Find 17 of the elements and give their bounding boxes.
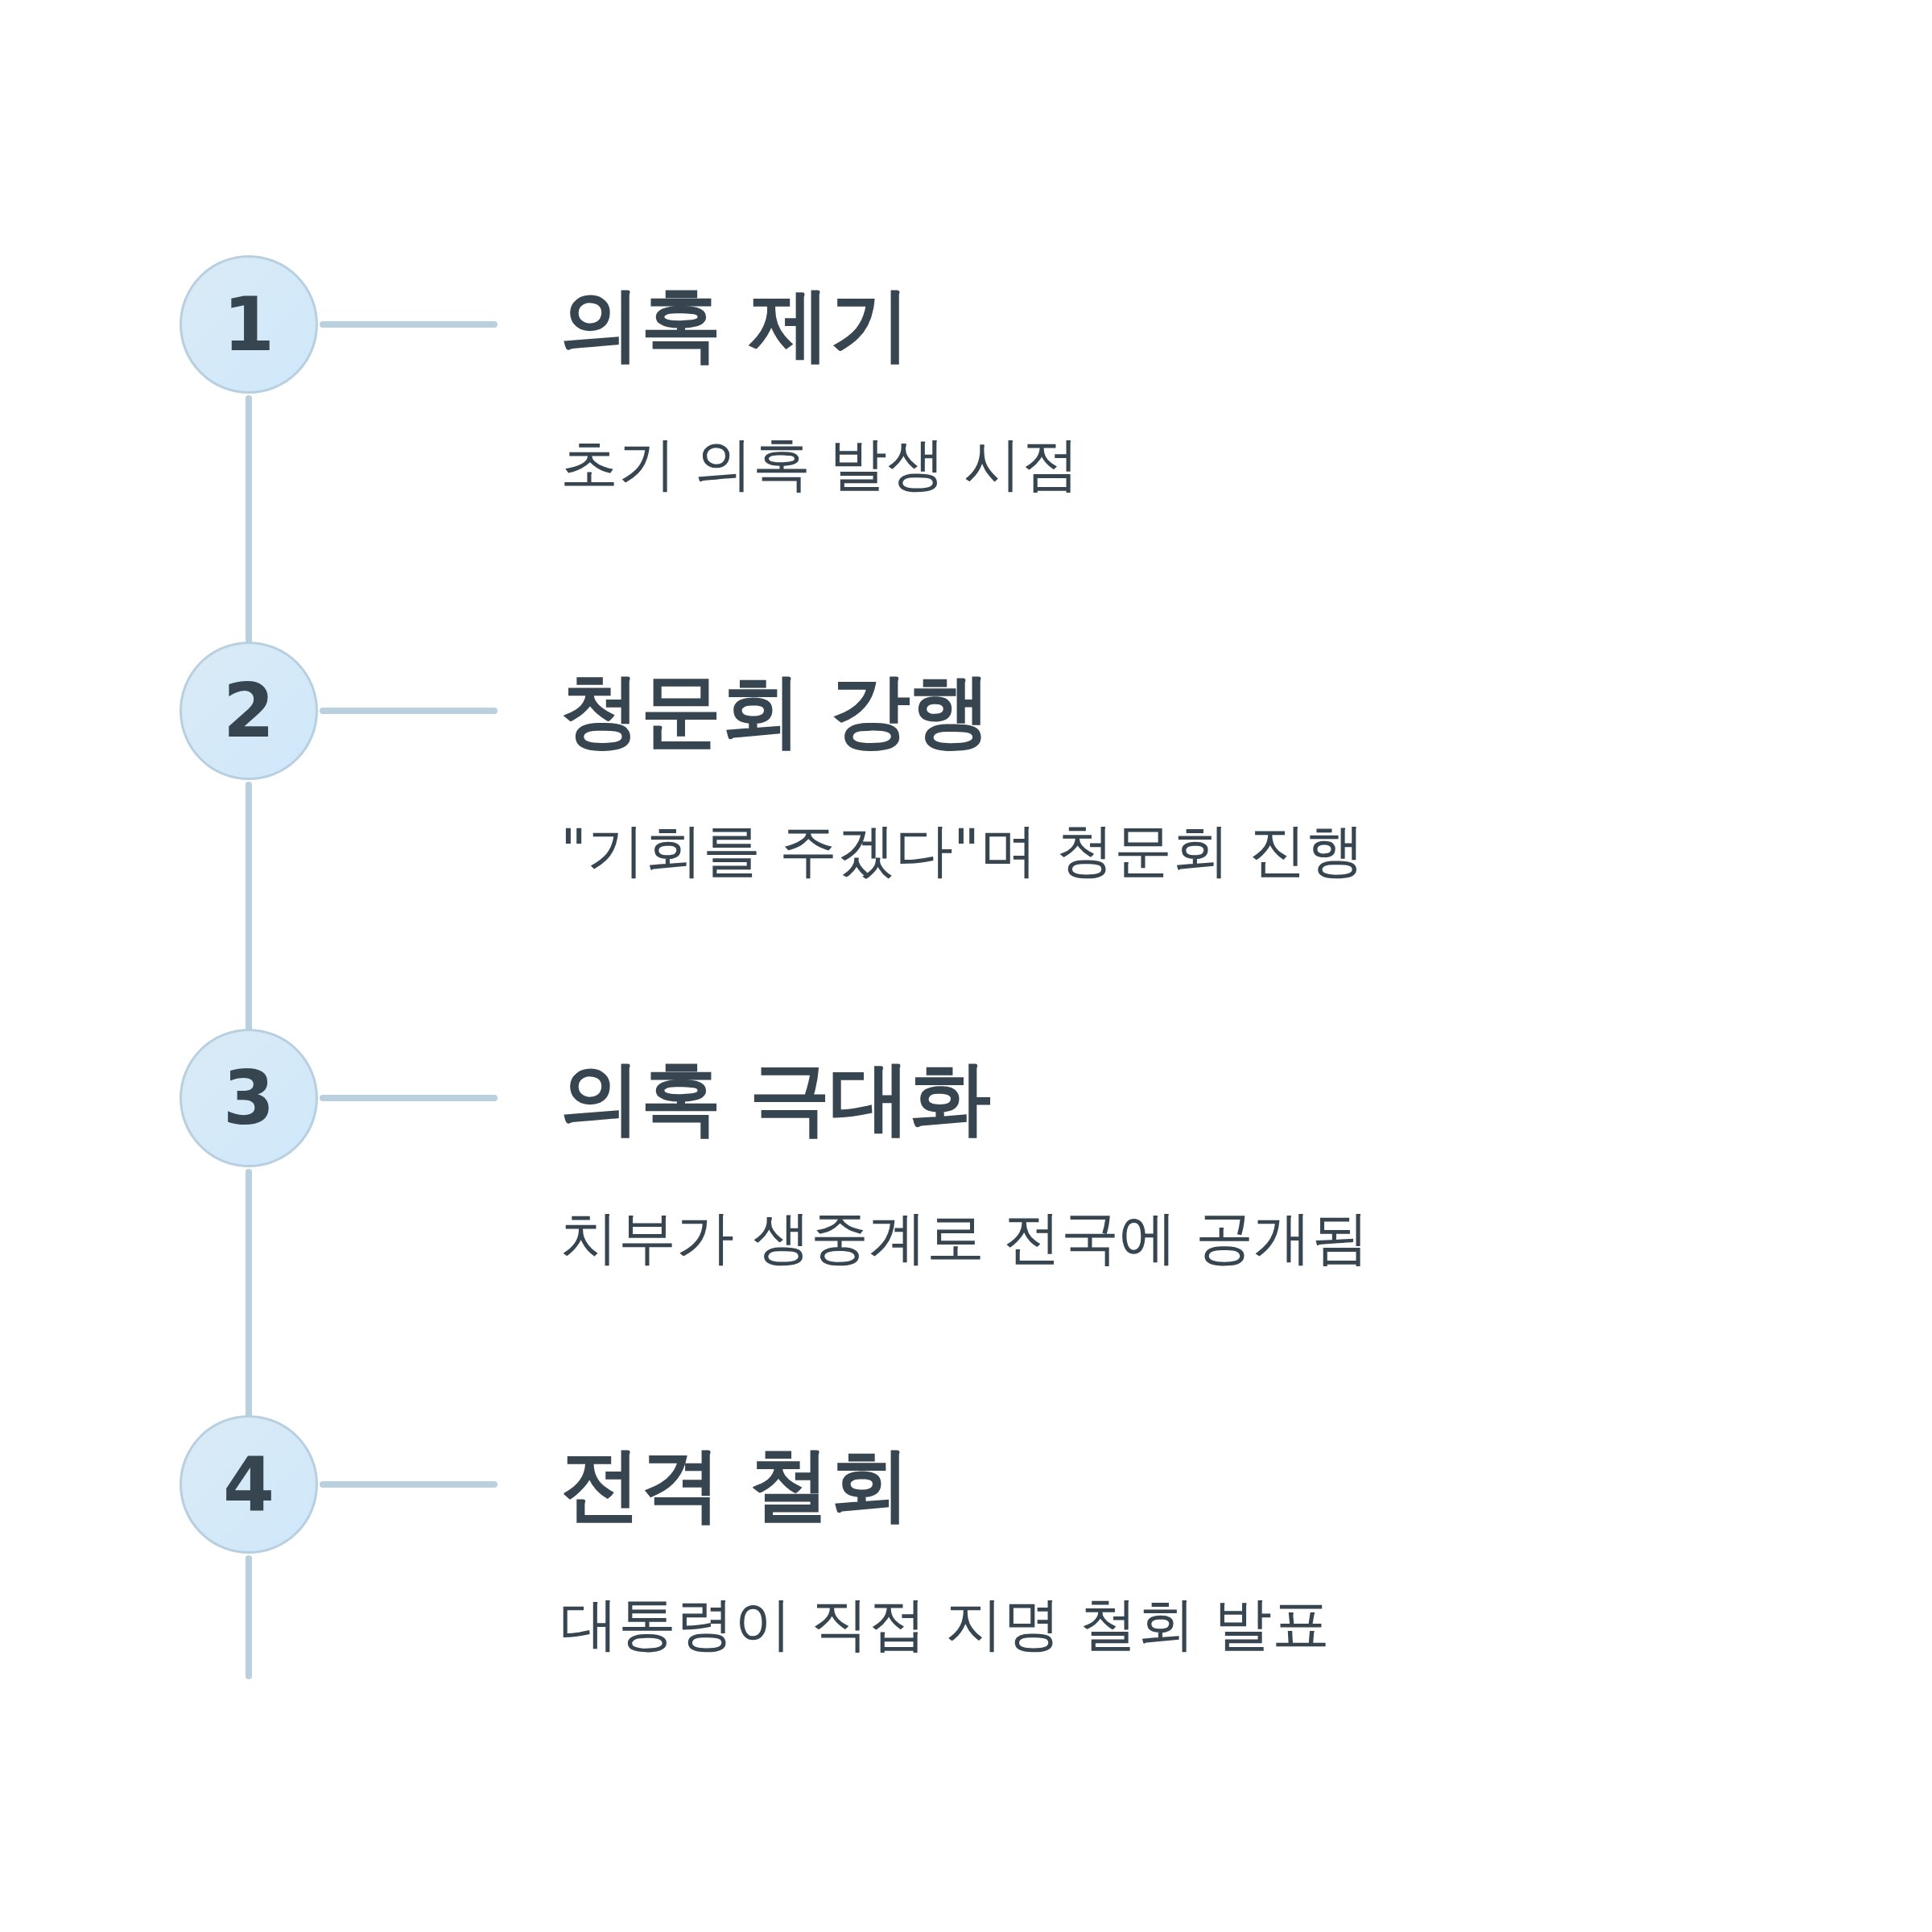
connector-line — [320, 321, 497, 328]
connector-line — [320, 708, 497, 714]
connector-line — [246, 1555, 252, 1679]
step-description: 치부가 생중계로 전국에 공개됨 — [560, 1203, 1369, 1273]
step-number-circle: 2 — [180, 642, 318, 780]
step-number-circle: 4 — [180, 1415, 318, 1554]
connector-line — [320, 1481, 497, 1488]
step-title: 의혹 제기 — [560, 276, 910, 373]
step-description: 초기 의혹 발생 시점 — [560, 429, 1080, 499]
step-title: 전격 철회 — [560, 1436, 910, 1533]
step-number-circle: 3 — [180, 1029, 318, 1167]
step-description: 대통령이 직접 지명 철회 발표 — [560, 1589, 1330, 1659]
step-number-circle: 1 — [180, 255, 318, 394]
step-title: 청문회 강행 — [560, 663, 991, 759]
step-title: 의혹 극대화 — [560, 1050, 991, 1146]
connector-line — [320, 1095, 497, 1101]
step-description: "기회를 주겠다"며 청문회 진행 — [560, 815, 1364, 886]
